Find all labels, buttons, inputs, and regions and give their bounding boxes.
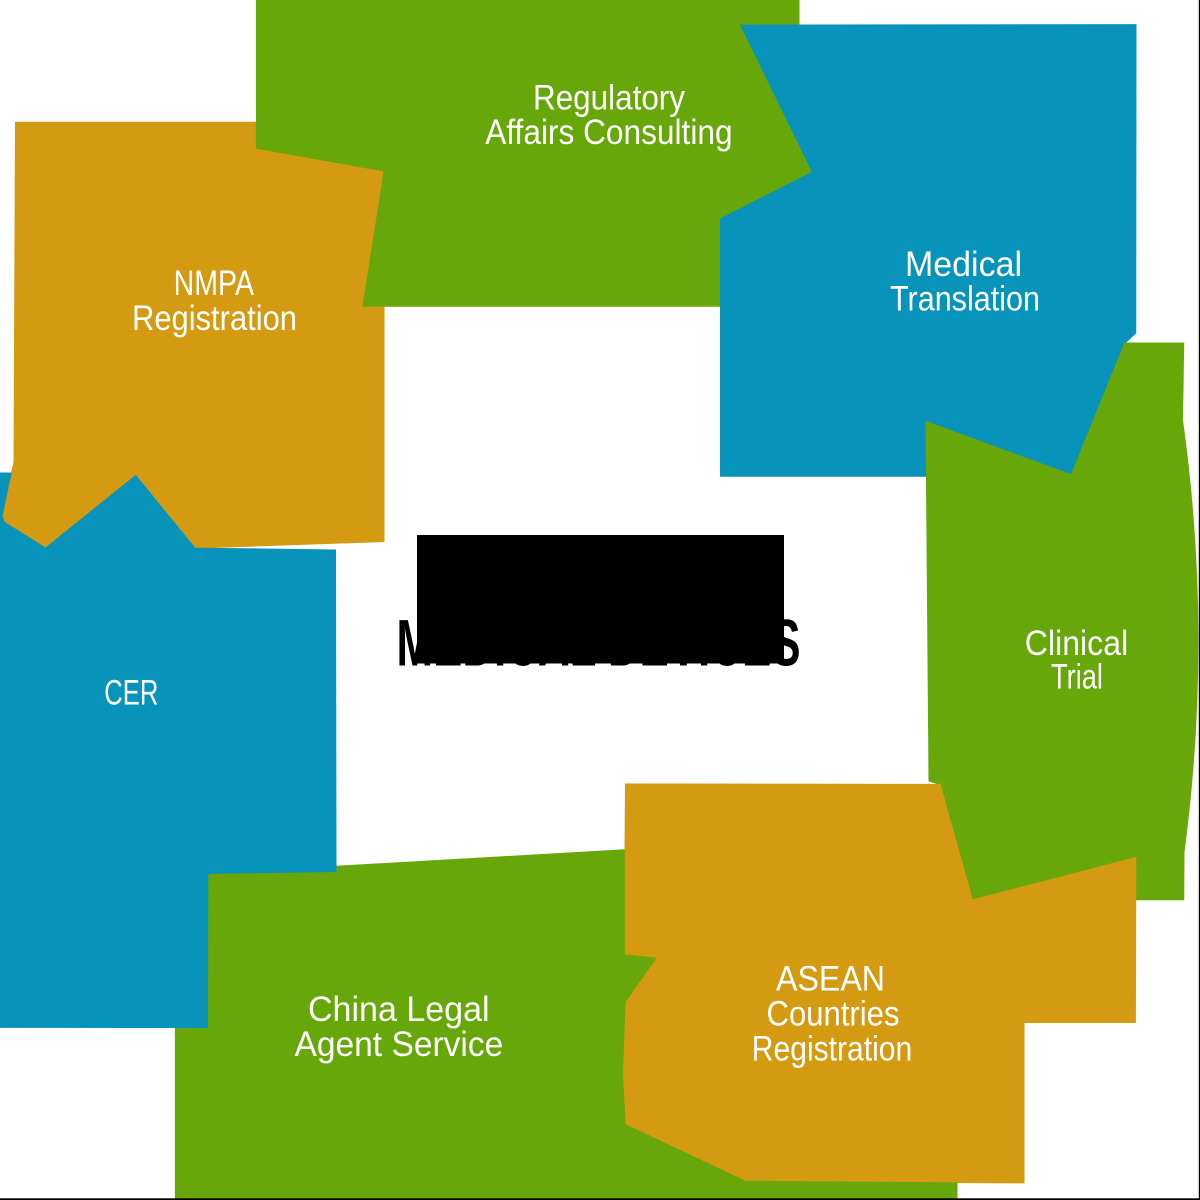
- svg-text:ASEAN: ASEAN: [776, 960, 885, 999]
- svg-text:Clinical: Clinical: [1025, 624, 1128, 663]
- svg-text:Agent Service: Agent Service: [294, 1025, 503, 1064]
- svg-text:Registration: Registration: [132, 299, 297, 338]
- svg-text:China Legal: China Legal: [308, 990, 490, 1029]
- svg-text:NMPA: NMPA: [174, 264, 255, 303]
- svg-text:Regulatory: Regulatory: [533, 79, 685, 118]
- svg-text:Affairs Consulting: Affairs Consulting: [485, 113, 732, 152]
- svg-text:Trial: Trial: [1051, 658, 1103, 697]
- svg-text:Countries: Countries: [767, 995, 900, 1034]
- svg-text:Translation: Translation: [890, 280, 1040, 319]
- svg-text:CER: CER: [104, 673, 158, 712]
- svg-text:Registration: Registration: [752, 1029, 912, 1068]
- svg-text:Medical: Medical: [905, 245, 1022, 284]
